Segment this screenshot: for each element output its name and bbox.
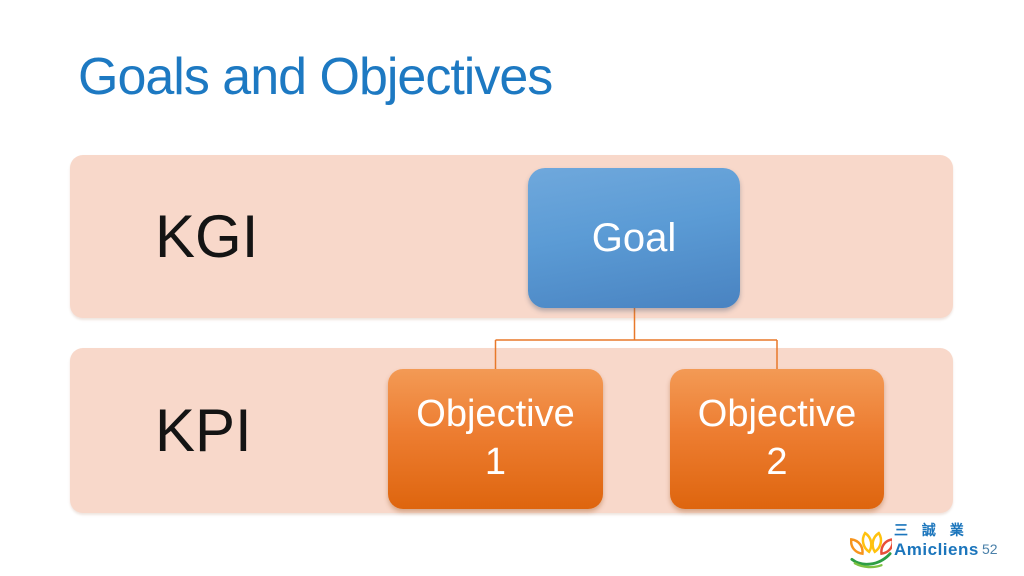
logo-text-block: 三 誠 業 Amicliens bbox=[894, 522, 979, 559]
objective-2-node: Objective 2 bbox=[670, 369, 884, 509]
kpi-label: KPI bbox=[155, 396, 252, 464]
kgi-band: KGI bbox=[70, 155, 953, 318]
slide-title: Goals and Objectives bbox=[78, 48, 553, 106]
flower-logo-icon bbox=[850, 531, 892, 569]
page-number: 52 bbox=[982, 541, 998, 557]
footer-logo: 三 誠 業 Amicliens bbox=[850, 522, 979, 570]
goal-node: Goal bbox=[528, 168, 740, 308]
objective-1-node: Objective 1 bbox=[388, 369, 603, 509]
kgi-label: KGI bbox=[155, 202, 259, 270]
logo-brand-text: Amicliens bbox=[894, 539, 979, 559]
logo-cjk-text: 三 誠 業 bbox=[894, 522, 969, 538]
